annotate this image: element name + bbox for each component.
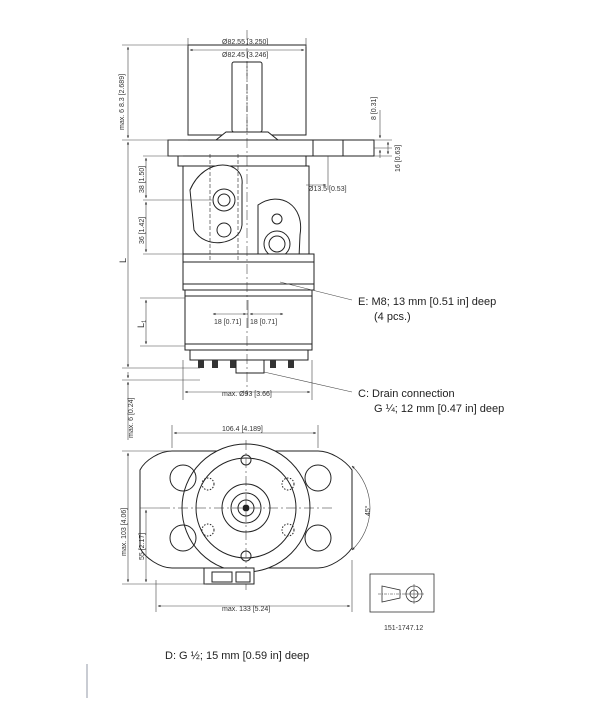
l1-label: L1 (136, 319, 148, 328)
shaft-end-circle (230, 492, 262, 524)
end-view-labels: 106.4 [4.189] max. 103 [4.06] 55 [2.17] … (121, 426, 372, 613)
flange-thickness-label: 8 [0.31] (371, 97, 378, 120)
end-height-center-label: 55 [2.17] (139, 533, 146, 560)
end-view-dimensions (122, 425, 371, 612)
mounting-holes (169, 464, 332, 552)
side-view (167, 30, 375, 395)
drain-offset-label: max. 6 [0.24] (128, 397, 135, 438)
port-spacing-left-label: 18 [0.71] (214, 319, 241, 326)
shaft-diameter-min-label: Ø82.45 [3.246] (222, 52, 268, 59)
hole-diameter-label: Ø13.5 [0.53] (308, 186, 347, 193)
thread-e-upper (271, 213, 283, 225)
reference-number: 151-1747.12 (384, 625, 423, 632)
port-offset-1-label: 38 [1.50] (139, 166, 146, 193)
port-middle (216, 222, 232, 238)
callout-d-line1: D: G ½; 15 mm [0.59 in] deep (165, 650, 310, 662)
projection-symbol (369, 573, 435, 613)
side-view-dimensions (122, 38, 392, 440)
total-length-label: L (118, 258, 128, 263)
body-diameter-label: max. Ø93 [3.66] (222, 391, 272, 398)
drain-port (235, 359, 265, 374)
l1-main: L (136, 323, 146, 328)
end-width-label: 106.4 [4.189] (222, 426, 263, 433)
end-cap (189, 349, 309, 361)
port-spacing-right-label: 18 [0.71] (250, 319, 277, 326)
end-height-max-label: max. 103 [4.06] (121, 508, 128, 556)
motor-body (182, 253, 315, 291)
shaft-diameter-max-label: Ø82.55 [3.250] (222, 39, 268, 46)
port-offset-2-label: 36 [1.42] (139, 217, 146, 244)
end-width-max-label: max. 133 [5.24] (222, 606, 270, 613)
end-view (139, 440, 353, 590)
callout-e-line2: (4 pcs.) (374, 311, 411, 323)
flange-height-label: 16 [0.63] (395, 145, 402, 172)
angle-label: 45° (364, 505, 372, 516)
callout-c: C: Drain connection G ¼; 12 mm [0.47 in]… (358, 387, 504, 417)
l1-sub: 1 (142, 319, 148, 323)
left-margin-bar (86, 664, 88, 698)
gear-housing (184, 289, 313, 351)
callout-c-line1: C: Drain connection (358, 388, 455, 400)
callout-d: D: G ½; 15 mm [0.59 in] deep (165, 649, 309, 664)
callout-e: E: M8; 13 mm [0.51 in] deep (4 pcs.) (358, 295, 496, 325)
bolt-pattern (201, 454, 295, 562)
port-upper (212, 188, 236, 212)
callout-e-line1: E: M8; 13 mm [0.51 in] deep (358, 296, 497, 308)
side-view-labels: Ø82.55 [3.250] Ø82.45 [3.246] max. 6 8.3… (118, 39, 402, 438)
projection-symbol-frame (369, 573, 435, 613)
callout-c-line2: G ¼; 12 mm [0.47 in] deep (374, 403, 505, 415)
shaft-length-label: max. 6 8.3 [2.689] (119, 74, 126, 130)
